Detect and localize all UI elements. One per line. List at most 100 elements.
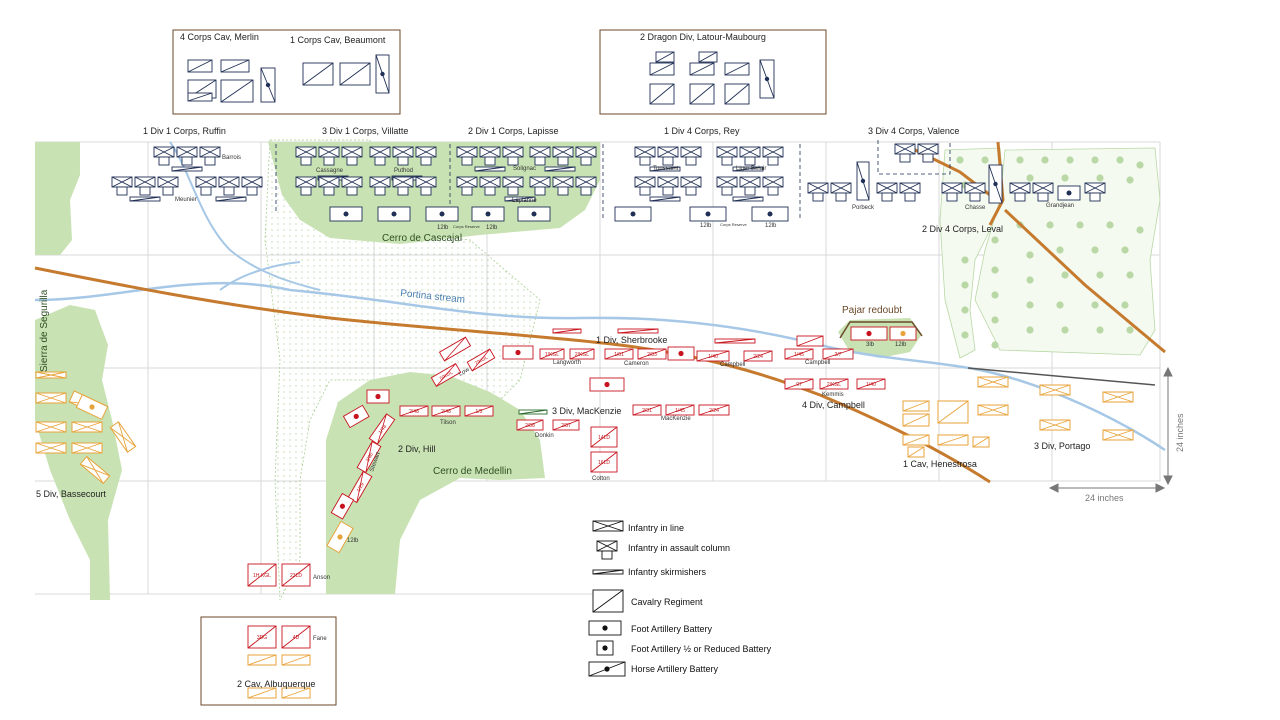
spanish-cavalry [281,654,311,666]
british-unit: 2/87 [552,419,580,431]
skirmishers [714,338,756,344]
infantry-column [392,176,414,196]
unit-label: 2/87 [561,423,571,429]
infantry-column [552,146,574,166]
olive-tree [1041,156,1049,164]
legend-foot-battery-label: Foot Artillery Battery [631,624,713,634]
cavalry-regiment [655,51,675,63]
label-cotton: Cotton [592,476,610,482]
olive-trees [956,156,1144,349]
main-road [34,266,991,484]
infantry-column [502,176,524,196]
north-west-hill [35,142,80,255]
legend-skirmish-label: Infantry skirmishers [628,567,707,577]
infantry-column [318,176,340,196]
british-battery [342,404,370,429]
label-bassecourt: 5 Div, Bassecourt [36,489,106,499]
spanish-unit [1039,384,1071,396]
british-unit: 1/45 [665,404,695,416]
british-unit: 1/45 [784,348,814,360]
cavalry-regiment [220,59,250,73]
infantry-column [680,176,702,196]
infantry-column [502,146,524,166]
infantry-column [1032,182,1054,202]
legend-half-battery-label: Foot Artillery ½ or Reduced Battery [631,644,772,654]
british-unit: 1/29 [347,470,373,504]
british-unit: 1/48 [368,413,396,445]
olive-tree [1121,246,1129,254]
infantry-column [807,182,829,202]
infantry-column [479,176,501,196]
olive-tree [956,156,964,164]
spanish-unit [1102,391,1134,403]
label-cerro-de-cascajal: Cerro de Cascajal [382,233,462,244]
infantry-column [830,182,852,202]
reserve-box-cavalry-right [599,29,827,115]
olive-tree [1056,246,1064,254]
spanish-unit [977,376,1009,388]
british-cavalry: 23LD [281,563,311,587]
unit-label: 2/24 [709,408,719,414]
british-unit [796,335,824,347]
infantry-column [392,146,414,166]
label-pajar-redoubt: Pajar redoubt [842,305,902,316]
label-kemmis: Kemmis [822,392,844,398]
cavalry-regiment [689,62,715,76]
british-battery [330,492,355,520]
unit-label: 97 [796,382,802,388]
spanish-cavalry [902,434,930,446]
unit-label: 2/KGL [827,382,841,388]
spanish-cavalry [972,436,990,448]
label-cassagne: Cassagne [316,168,344,174]
label-anson: Anson [313,575,330,581]
spanish-cavalry [937,434,969,446]
label-villatte: 3 Div 1 Corps, Villatte [322,126,408,136]
legend-line-icon [592,520,624,532]
british-unit: 2/KGL [819,378,849,390]
label-low: Low [458,367,471,378]
british-unit: 2/48 [431,405,461,417]
label-campbell-a: Campbell [720,362,745,368]
unit-label: 1/KGL [545,352,559,358]
legend-icons [588,520,626,677]
olive-tree [1026,174,1034,182]
infantry-column [1084,182,1106,202]
unit-label: 23LD [290,573,302,579]
label-12lb-a: 12lb [437,225,449,231]
pajar-12lb-battery [889,326,917,341]
infantry-column [716,146,738,166]
skirmishers [129,196,161,202]
spanish-unit [35,421,67,433]
artillery-battery [329,206,363,222]
label-toussaint: Toussaint [653,166,679,172]
olive-tree [1136,161,1144,169]
artillery-battery [425,206,459,222]
horse-artillery-battery [856,161,870,201]
british-battery [589,377,625,392]
spanish-battery [326,520,354,554]
label-grandjean: Grandjean [1046,203,1074,209]
skirmishers [552,328,582,334]
label-ruffin: 1 Div 1 Corps, Ruffin [143,126,226,136]
infantry-column [369,176,391,196]
unit-label: 1/48 [378,424,389,436]
unit-label: 1/40 [866,382,876,388]
olive-tree [1106,221,1114,229]
northern-road [988,141,1005,226]
olive-tree [991,341,999,349]
cavalry-regiment [698,51,718,63]
british-battery [502,345,534,360]
british-unit: 2/24 [743,350,773,362]
olive-tree [1121,301,1129,309]
unit-label: 1/3 [476,409,483,415]
olive-tree [961,256,969,264]
skirmishers [474,166,506,172]
olive-tree [1116,156,1124,164]
legend-foot-battery-icon [588,620,622,636]
label-campbell-b: Campbell [805,360,830,366]
olive-tree [1096,271,1104,279]
unit-label: 2/48 [409,409,419,415]
olive-tree [1061,271,1069,279]
unit-label: 4D [293,635,300,641]
